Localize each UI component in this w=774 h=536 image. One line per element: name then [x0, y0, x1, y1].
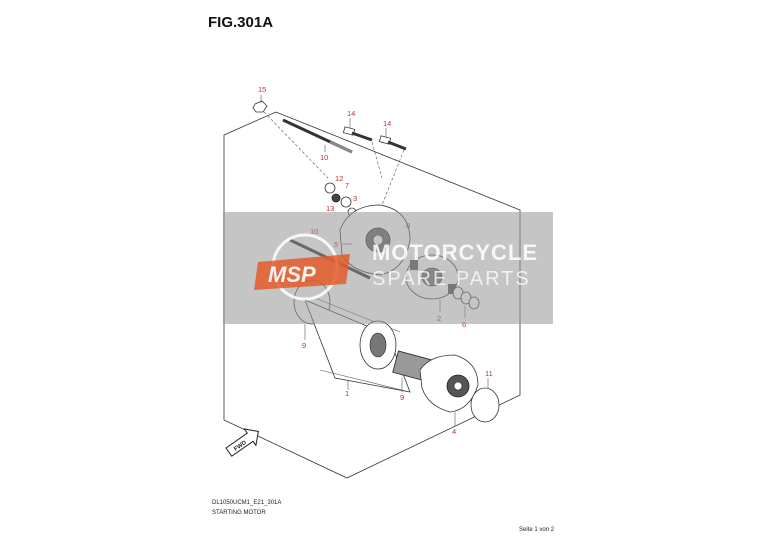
watermark-logo: MSP	[254, 233, 350, 301]
oring-11	[470, 387, 500, 423]
callout-12: 12	[335, 174, 343, 183]
page-indicator: Seite 1 von 2	[519, 527, 555, 533]
callout-10a: 10	[320, 153, 328, 162]
nut-15	[252, 100, 268, 113]
watermark-line1: MOTORCYCLE	[372, 240, 539, 265]
nut-13	[331, 193, 341, 203]
watermark-line2: SPARE PARTS	[372, 268, 531, 290]
bolt-14-right	[378, 135, 407, 151]
guide-dashed-1	[263, 111, 329, 179]
watermark-logo-text: MSP	[268, 262, 316, 287]
drawing-name: STARTING MOTOR	[212, 510, 266, 516]
callout-4: 4	[452, 427, 456, 436]
diagram-frame	[223, 111, 521, 479]
callout-14a: 14	[347, 109, 355, 118]
figure-title: FIG.301A	[208, 14, 274, 31]
callout-15: 15	[258, 85, 266, 94]
guide-dashed-3	[381, 149, 405, 206]
callout-13: 13	[326, 204, 334, 213]
drawing-code: DL1050UCM1_E21_301A	[212, 500, 282, 506]
callout-11: 11	[485, 369, 493, 378]
bolt-14-left	[342, 126, 373, 142]
washer-12	[324, 182, 336, 194]
callout-1: 1	[345, 389, 349, 398]
oring-7	[340, 196, 352, 208]
callout-3: 3	[353, 194, 357, 203]
callout-7: 7	[345, 181, 349, 190]
callout-9b: 9	[400, 393, 404, 402]
guide-dashed-2	[371, 141, 383, 179]
callout-14b: 14	[383, 119, 391, 128]
callout-6: 6	[462, 320, 466, 329]
callout-9a: 9	[302, 341, 306, 350]
long-bolt-top-thread	[329, 140, 353, 154]
end-housing-4	[419, 354, 479, 413]
